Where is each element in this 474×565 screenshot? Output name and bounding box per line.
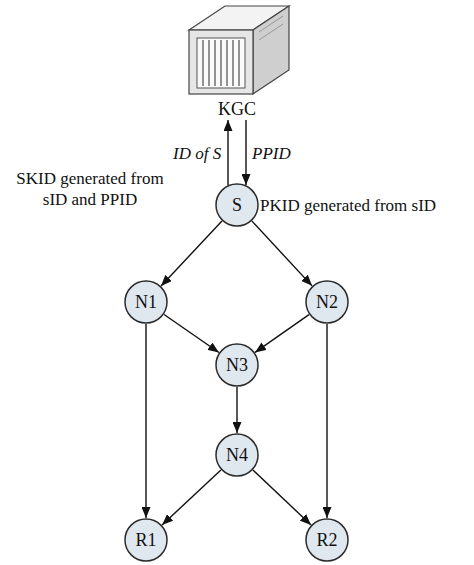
arrow-connector [145,324,146,518]
arrow-connector [245,120,246,185]
message-label: ID of S [173,144,221,164]
arrow-connector [236,387,237,433]
node-label: N3 [215,343,259,387]
node-label: KGC [175,98,299,120]
server-node: KGC [175,0,299,120]
arrow-connector [227,120,228,185]
arrow-connector [252,221,312,286]
arrow-connector [162,470,221,525]
key-annotation: SKID generated from sID and PPID [2,168,178,210]
network-node: R2 [305,518,349,562]
arrow-connector [326,324,327,518]
message-label: PPID [252,144,291,164]
arrow-connector [253,470,311,525]
network-node: N3 [215,343,259,387]
node-label: N2 [305,280,349,324]
arrow-connector [255,315,309,353]
network-node: R1 [124,518,168,562]
node-label: R2 [305,518,349,562]
network-node: N2 [305,280,349,324]
arrow-connector [164,315,219,353]
network-node: S [215,183,259,227]
node-label: N4 [215,433,259,477]
network-node: N1 [124,280,168,324]
key-annotation: PKID generated from sID [260,195,474,216]
network-node: N4 [215,433,259,477]
node-label: N1 [124,280,168,324]
arrow-connector [161,221,222,286]
node-label: R1 [124,518,168,562]
node-label: S [215,183,259,227]
